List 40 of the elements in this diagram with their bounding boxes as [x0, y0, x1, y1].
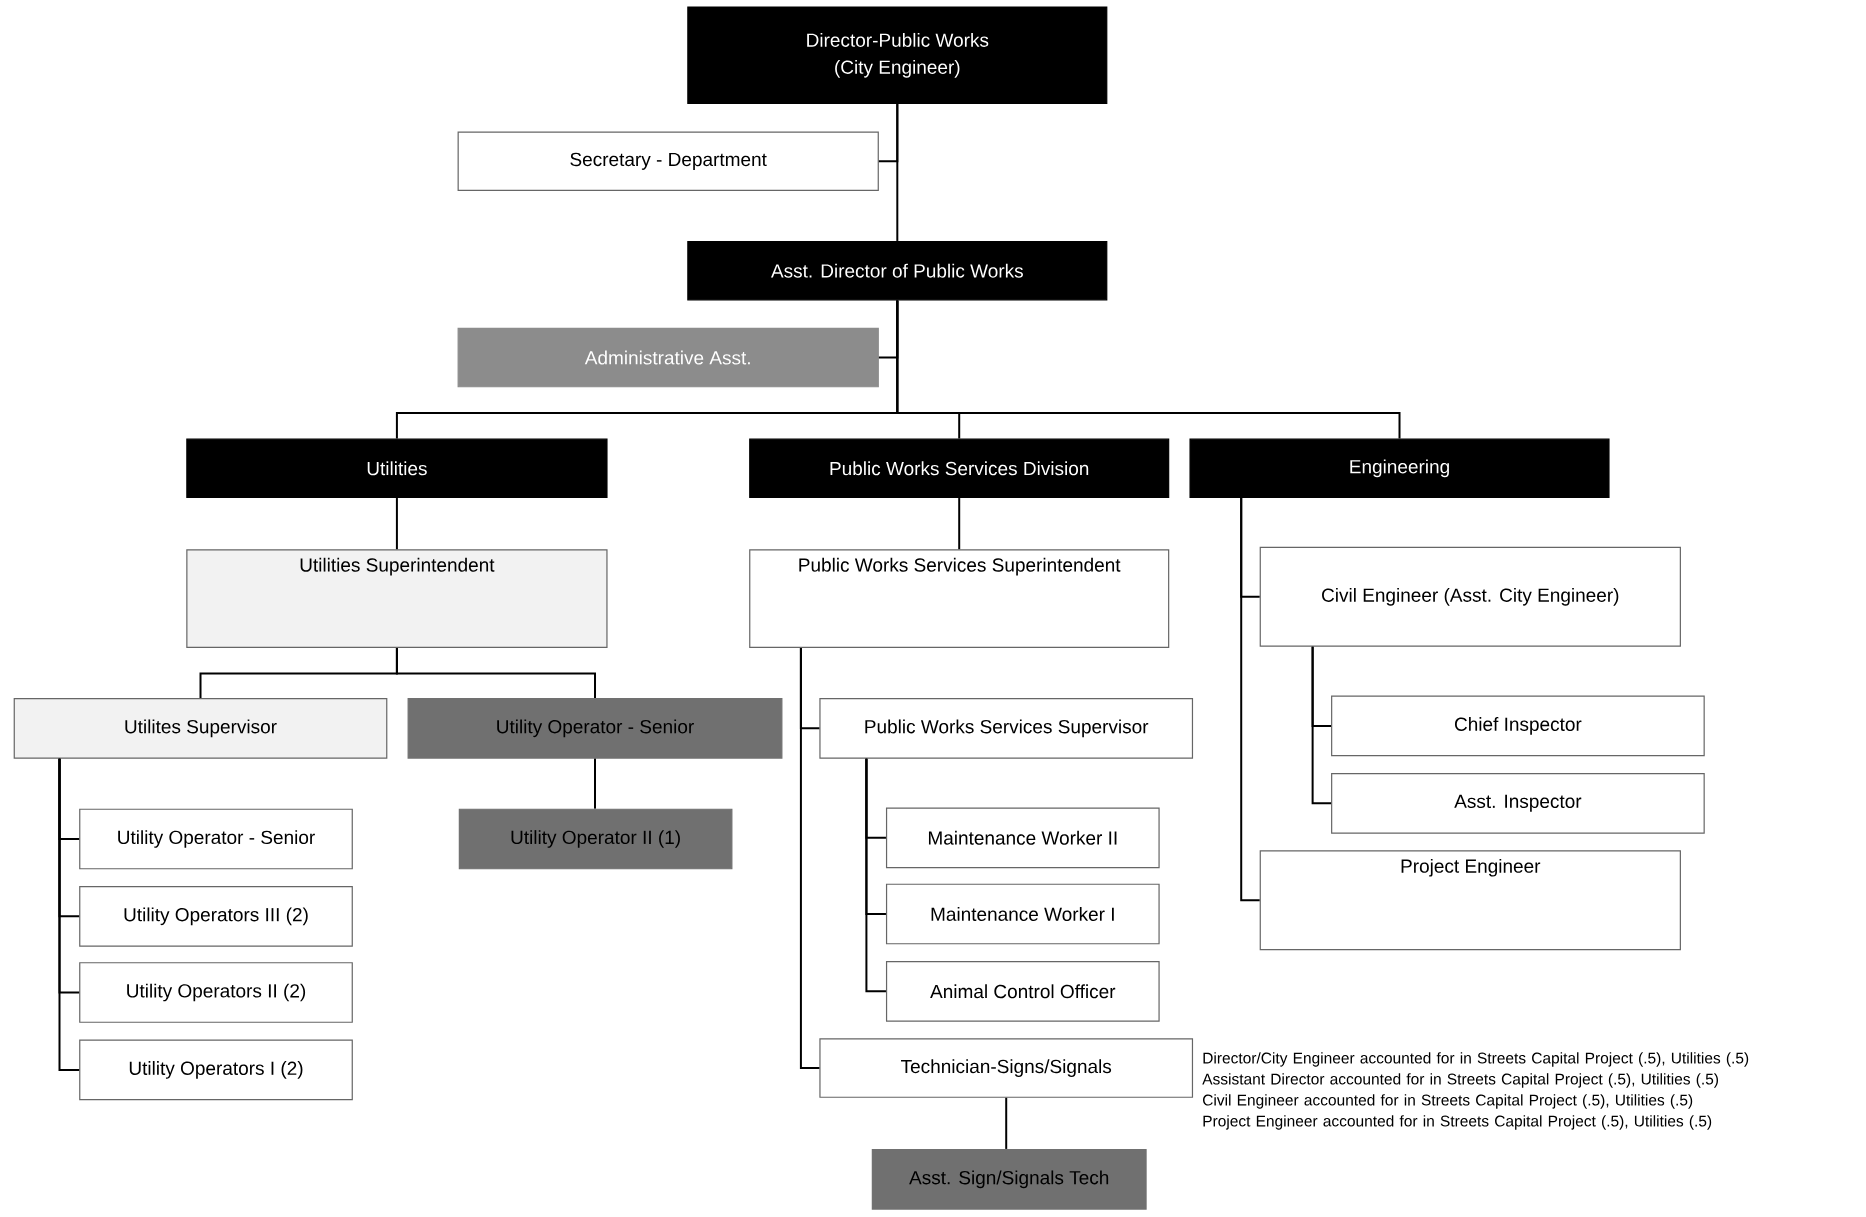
position-box: Maintenance Worker I — [885, 883, 1160, 945]
position-box: Animal Control Officer — [885, 960, 1160, 1022]
department-box: Asst. Director of Public Works — [687, 240, 1108, 301]
connector-line — [1311, 645, 1333, 805]
connector-line — [865, 757, 887, 993]
position-box: Project Engineer — [1259, 850, 1681, 951]
connector-line — [395, 497, 398, 551]
position-box: Asst. Inspector — [1331, 772, 1705, 834]
connector-line — [896, 299, 1401, 440]
position-box: Utility Operator - Senior — [79, 808, 353, 870]
connector-line — [1005, 1096, 1008, 1150]
connector-line — [594, 757, 596, 810]
position-box: Public Works Services Supervisor — [819, 697, 1194, 759]
connector-line — [1240, 497, 1261, 902]
position-box: Public Works Services Superintendent — [749, 549, 1170, 648]
note-text: Civil Engineer accounted for in Streets Capital Project (.5), Utilities (.5) — [1203, 1094, 1693, 1109]
connector-line — [896, 103, 899, 242]
connector-line — [958, 497, 961, 551]
position-box: Technician-Signs/Signals — [819, 1038, 1194, 1098]
position-box: Utilities Superintendent — [186, 549, 608, 648]
position-box: Civil Engineer (Asst. City Engineer) — [1259, 546, 1681, 647]
connector-line — [395, 647, 596, 699]
position-box: Chief Inspector — [1331, 695, 1705, 757]
position-box: Asst. Sign/Signals Tech — [871, 1148, 1147, 1210]
position-box: Utility Operators II (2) — [79, 962, 353, 1023]
connector-line — [799, 647, 821, 1070]
position-box: Utility Operator - Senior — [407, 697, 783, 759]
department-box: Director-Public Works (City Engineer) — [687, 6, 1108, 105]
position-box: Secretary - Department — [457, 131, 879, 192]
position-box: Utility Operator II (1) — [458, 808, 733, 870]
position-box: Utilites Supervisor — [13, 697, 388, 759]
department-box: Public Works Services Division — [749, 438, 1170, 499]
connector-line — [58, 757, 81, 1071]
department-box: Engineering — [1189, 438, 1610, 499]
department-box: Utilities — [186, 438, 608, 499]
position-box: Utility Operators III (2) — [79, 885, 353, 947]
note-text: Project Engineer accounted for in Streets Capital Project (.5), Utilities (.5) — [1203, 1115, 1712, 1130]
position-box: Maintenance Worker II — [885, 807, 1160, 869]
position-box: Utility Operators I (2) — [79, 1039, 353, 1101]
position-box: Administrative Asst. — [457, 327, 879, 388]
